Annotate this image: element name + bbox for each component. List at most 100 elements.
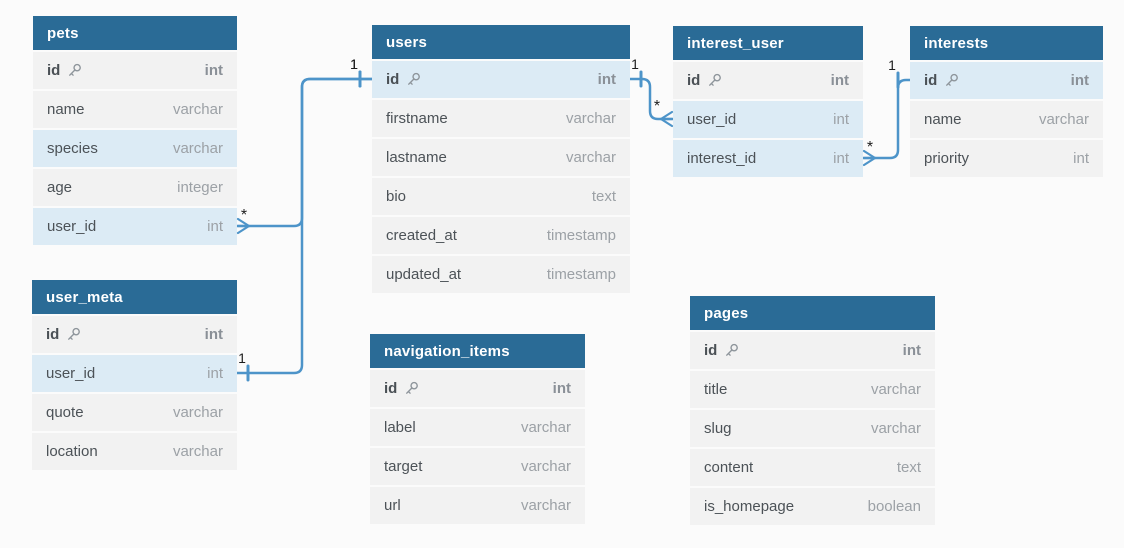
column-name: id (687, 72, 722, 89)
table-header[interactable]: navigation_items (370, 334, 585, 368)
primary-key-icon (946, 73, 959, 86)
column-name: is_homepage (704, 498, 795, 515)
primary-key-icon (726, 343, 739, 356)
column-type: varchar (565, 110, 616, 127)
column-name: firstname (386, 110, 448, 127)
column-name: id (386, 71, 421, 88)
table-title: users (386, 33, 428, 51)
column-name: lastname (386, 149, 447, 166)
column-type: text (591, 188, 616, 205)
column-row-user_id[interactable]: user_id int (673, 101, 863, 138)
table-header[interactable]: user_meta (32, 280, 237, 314)
column-name: user_id (687, 111, 737, 128)
column-name: interest_id (687, 150, 757, 167)
table-header[interactable]: pets (33, 16, 237, 50)
column-type: int (833, 111, 849, 128)
column-name: priority (924, 150, 970, 167)
column-name: name (924, 111, 962, 128)
column-type: int (1070, 72, 1089, 89)
column-row-user_id[interactable]: user_id int (33, 208, 237, 245)
column-name: id (47, 62, 82, 79)
column-type: varchar (172, 140, 223, 157)
table-title: navigation_items (384, 342, 510, 360)
table-header[interactable]: interest_user (673, 26, 863, 60)
column-type: int (207, 218, 223, 235)
column-row-id[interactable]: id int (673, 62, 863, 99)
table-pets[interactable]: pets id int name varchar species varchar age int… (33, 16, 237, 245)
column-type: varchar (870, 420, 921, 437)
column-row-url[interactable]: url varchar (370, 487, 585, 524)
column-name: quote (46, 404, 84, 421)
column-name: name (47, 101, 85, 118)
primary-key-icon (408, 72, 421, 85)
column-type: integer (177, 179, 223, 196)
column-row-age[interactable]: age integer (33, 169, 237, 206)
column-type: varchar (520, 419, 571, 436)
column-row-firstname[interactable]: firstname varchar (372, 100, 630, 137)
column-name: age (47, 179, 73, 196)
table-header[interactable]: pages (690, 296, 935, 330)
column-type: int (207, 365, 223, 382)
column-type: int (833, 150, 849, 167)
column-row-interest_id[interactable]: interest_id int (673, 140, 863, 177)
column-row-bio[interactable]: bio text (372, 178, 630, 215)
column-name: content (704, 459, 754, 476)
column-name: id (46, 326, 81, 343)
column-type: varchar (172, 404, 223, 421)
column-type: text (896, 459, 921, 476)
column-row-id[interactable]: id int (33, 52, 237, 89)
table-title: interests (924, 34, 989, 52)
column-type: int (204, 62, 223, 79)
column-type: varchar (1038, 111, 1089, 128)
column-row-title[interactable]: title varchar (690, 371, 935, 408)
column-row-label[interactable]: label varchar (370, 409, 585, 446)
column-row-content[interactable]: content text (690, 449, 935, 486)
column-name: label (384, 419, 416, 436)
column-type: varchar (520, 497, 571, 514)
column-type: int (902, 342, 921, 359)
column-name: bio (386, 188, 407, 205)
column-name: user_id (46, 365, 96, 382)
column-row-name[interactable]: name varchar (33, 91, 237, 128)
primary-key-icon (68, 327, 81, 340)
column-name: species (47, 140, 98, 157)
table-title: user_meta (46, 288, 123, 306)
column-name: target (384, 458, 423, 475)
column-type: int (830, 72, 849, 89)
column-row-species[interactable]: species varchar (33, 130, 237, 167)
primary-key-icon (69, 63, 82, 76)
column-type: varchar (870, 381, 921, 398)
column-name: url (384, 497, 401, 514)
column-row-user_id[interactable]: user_id int (32, 355, 237, 392)
column-name: title (704, 381, 728, 398)
table-title: pages (704, 304, 749, 322)
column-name: updated_at (386, 266, 462, 283)
table-title: pets (47, 24, 79, 42)
column-row-name[interactable]: name varchar (910, 101, 1103, 138)
table-header[interactable]: interests (910, 26, 1103, 60)
table-header[interactable]: users (372, 25, 630, 59)
column-row-quote[interactable]: quote varchar (32, 394, 237, 431)
column-name: user_id (47, 218, 97, 235)
column-type: varchar (172, 101, 223, 118)
